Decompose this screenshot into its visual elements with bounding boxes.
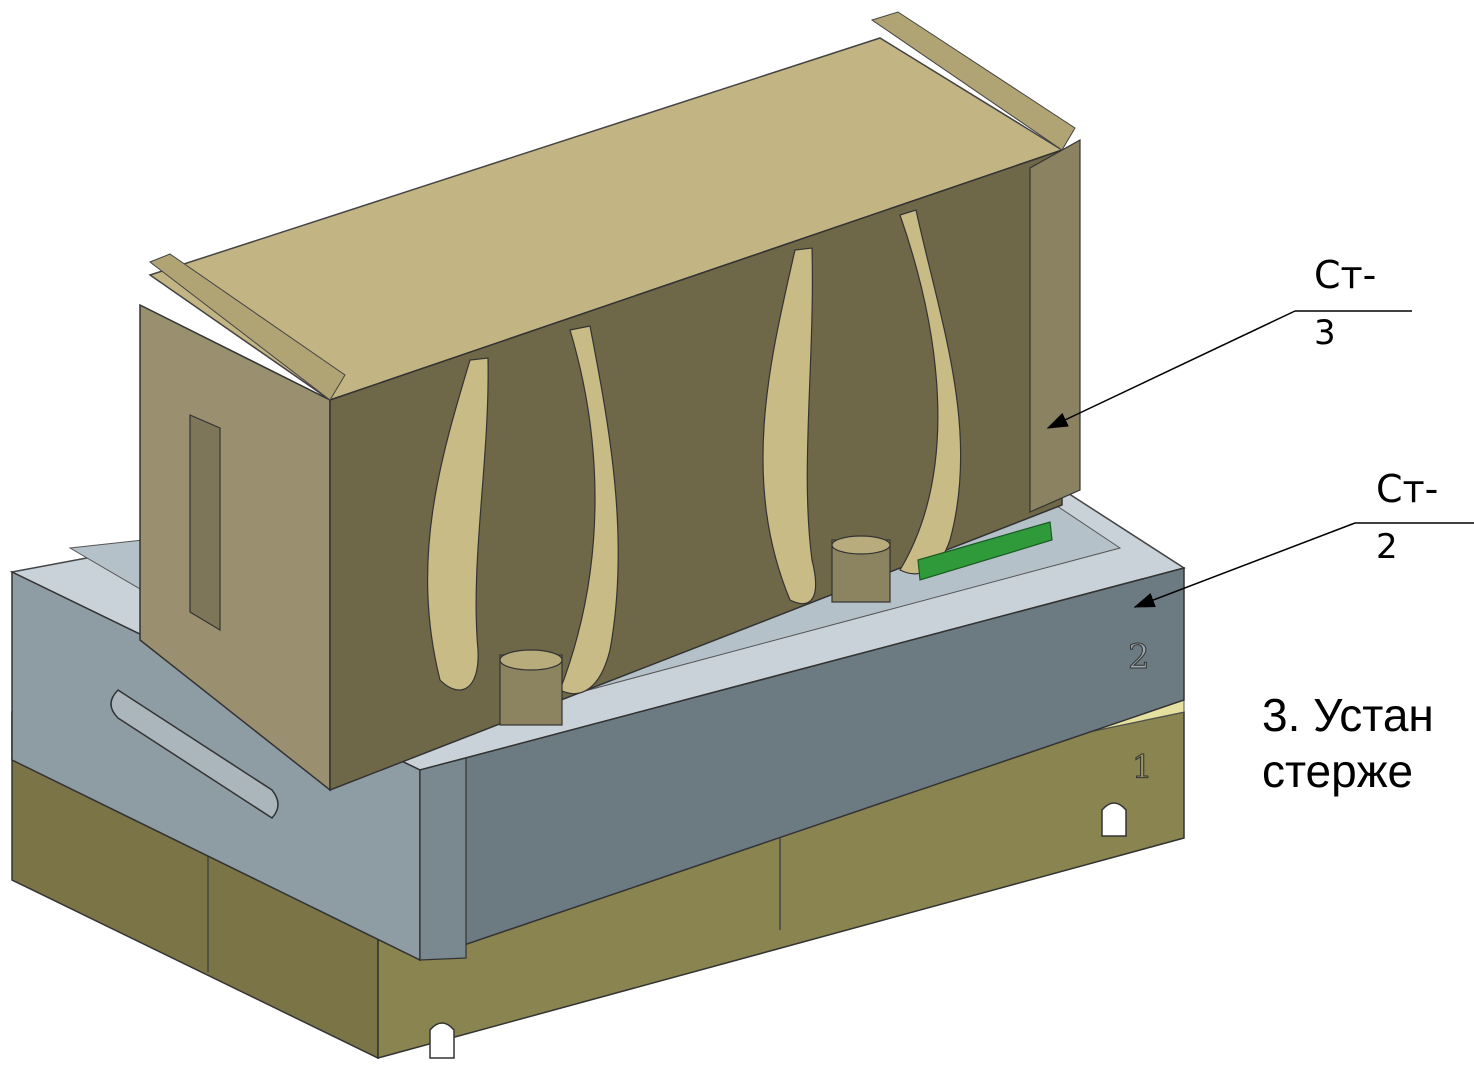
callout-3-label-bottom: 3 (1314, 313, 1336, 353)
middle-flask-number: 2 (1128, 637, 1150, 677)
callout-2-label-top: Ст- (1376, 467, 1439, 511)
callout-2-label-bottom: 2 (1376, 527, 1398, 567)
green-insert (917, 521, 1053, 581)
callout-leader-2 (1133, 522, 1474, 608)
callout-leader-3 (1046, 310, 1412, 429)
caption-line-2: стерже (1262, 745, 1414, 797)
bottom-flask-number: 1 (1132, 748, 1152, 786)
caption-line-1: 3. Устан (1262, 689, 1434, 741)
callout-3-label-top: Ст- (1314, 253, 1377, 297)
core-3 (139, 11, 1081, 792)
